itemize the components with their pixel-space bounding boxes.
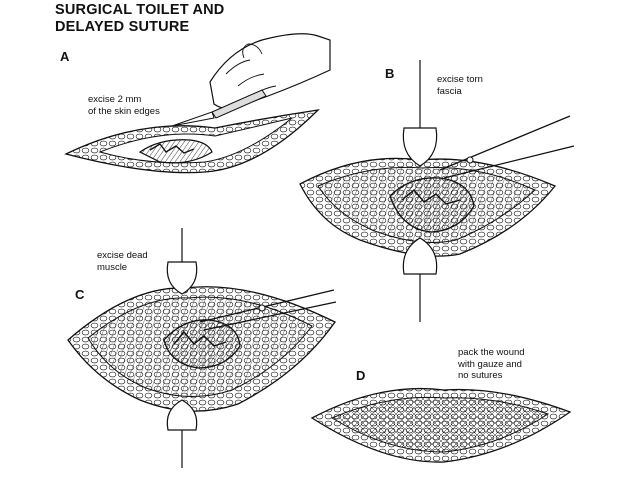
panel-label-d: D xyxy=(356,368,366,383)
panel-b-drawing xyxy=(299,60,575,322)
panel-a-drawing xyxy=(64,33,331,174)
retractor-b-bottom xyxy=(402,237,438,322)
panel-label-a: A xyxy=(60,49,70,64)
panel-c-drawing xyxy=(67,228,337,468)
retractor-c-bottom xyxy=(166,399,198,468)
hand-with-scalpel xyxy=(171,33,331,127)
figure-title: SURGICAL TOILET AND DELAYED SUTURE xyxy=(55,2,225,35)
retractor-b-top xyxy=(402,60,438,167)
scissors-b xyxy=(439,115,575,179)
panel-d-drawing xyxy=(310,387,572,463)
panel-label-b: B xyxy=(385,66,395,81)
caption-b: excise torn fascia xyxy=(437,74,483,97)
forceps-c xyxy=(199,289,337,331)
caption-c: excise dead muscle xyxy=(97,250,148,273)
caption-a: excise 2 mm of the skin edges xyxy=(88,94,160,117)
retractor-c-top xyxy=(166,228,198,295)
panel-label-c: C xyxy=(75,287,85,302)
caption-d: pack the wound with gauze and no sutures xyxy=(458,347,525,381)
